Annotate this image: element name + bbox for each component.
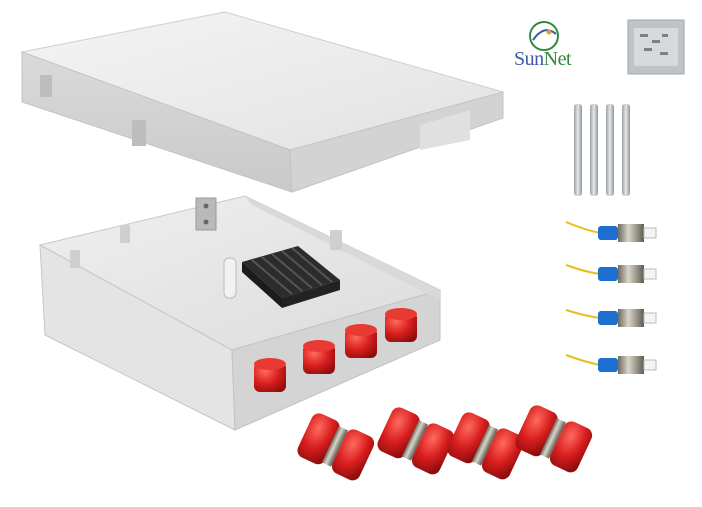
brand-name-part1: Sun [514,48,544,70]
front-adapters [254,308,417,392]
enclosure-tray [38,195,442,431]
loose-adapters [297,405,593,481]
pigtails [565,221,657,374]
brand-logo: SunNet [514,48,572,71]
front-adapter-3 [345,324,377,358]
sunnet-logo-icon [529,21,559,51]
heat-shrink-sleeves [574,104,630,196]
sleeve-3 [606,104,614,196]
front-adapter-1 [254,358,286,392]
pigtail-3 [565,309,657,327]
brand-name-part2: Net [543,48,572,70]
front-adapter-4 [385,308,417,342]
sleeve-1 [574,104,582,196]
screw-bag [627,19,685,75]
front-adapter-2 [303,340,335,374]
sleeve-2 [590,104,598,196]
splice-holder [223,246,340,308]
sleeve-4 [622,104,630,196]
loose-adapter-4 [515,405,593,473]
pigtail-4 [565,354,657,374]
enclosure-lid [20,11,505,193]
pigtail-2 [565,264,657,283]
loose-adapter-2 [377,407,455,475]
loose-adapter-3 [447,412,525,480]
loose-adapter-1 [297,413,375,481]
pigtail-1 [565,221,657,242]
